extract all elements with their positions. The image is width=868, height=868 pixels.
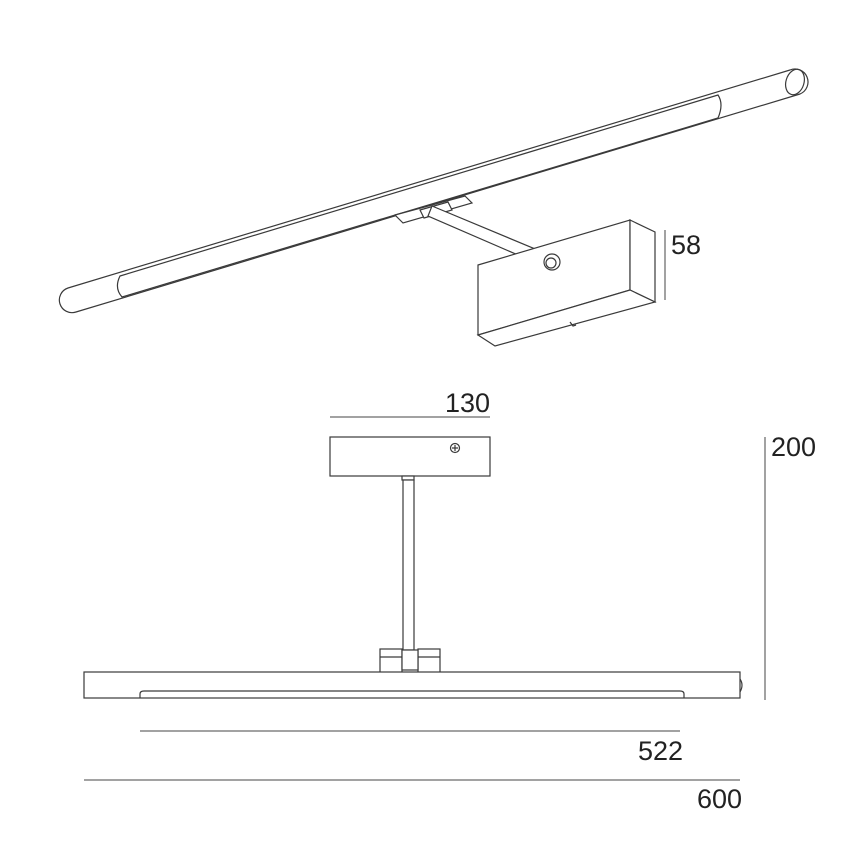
dimension-light-length-label: 522	[638, 736, 683, 766]
stem-collar	[401, 475, 415, 481]
dimension-total-length-label: 600	[697, 784, 742, 814]
arm-stem	[402, 479, 415, 651]
screw-icon	[449, 442, 461, 454]
front-view: 130 200 522 600	[83, 388, 816, 814]
wall-box	[476, 219, 657, 347]
light-slot	[116, 94, 722, 298]
arm-pivot	[543, 253, 561, 271]
dimension-base-width-label: 130	[445, 388, 490, 418]
connector	[379, 648, 441, 674]
dimension-projection-label: 200	[771, 432, 816, 462]
wall-base	[329, 436, 491, 477]
end-cap	[739, 678, 743, 693]
dimension-height-label: 58	[671, 230, 701, 260]
isometric-view: 58	[58, 68, 809, 347]
light-diffuser	[139, 690, 685, 698]
light-bar	[83, 671, 741, 699]
lamp-tube	[58, 68, 809, 314]
